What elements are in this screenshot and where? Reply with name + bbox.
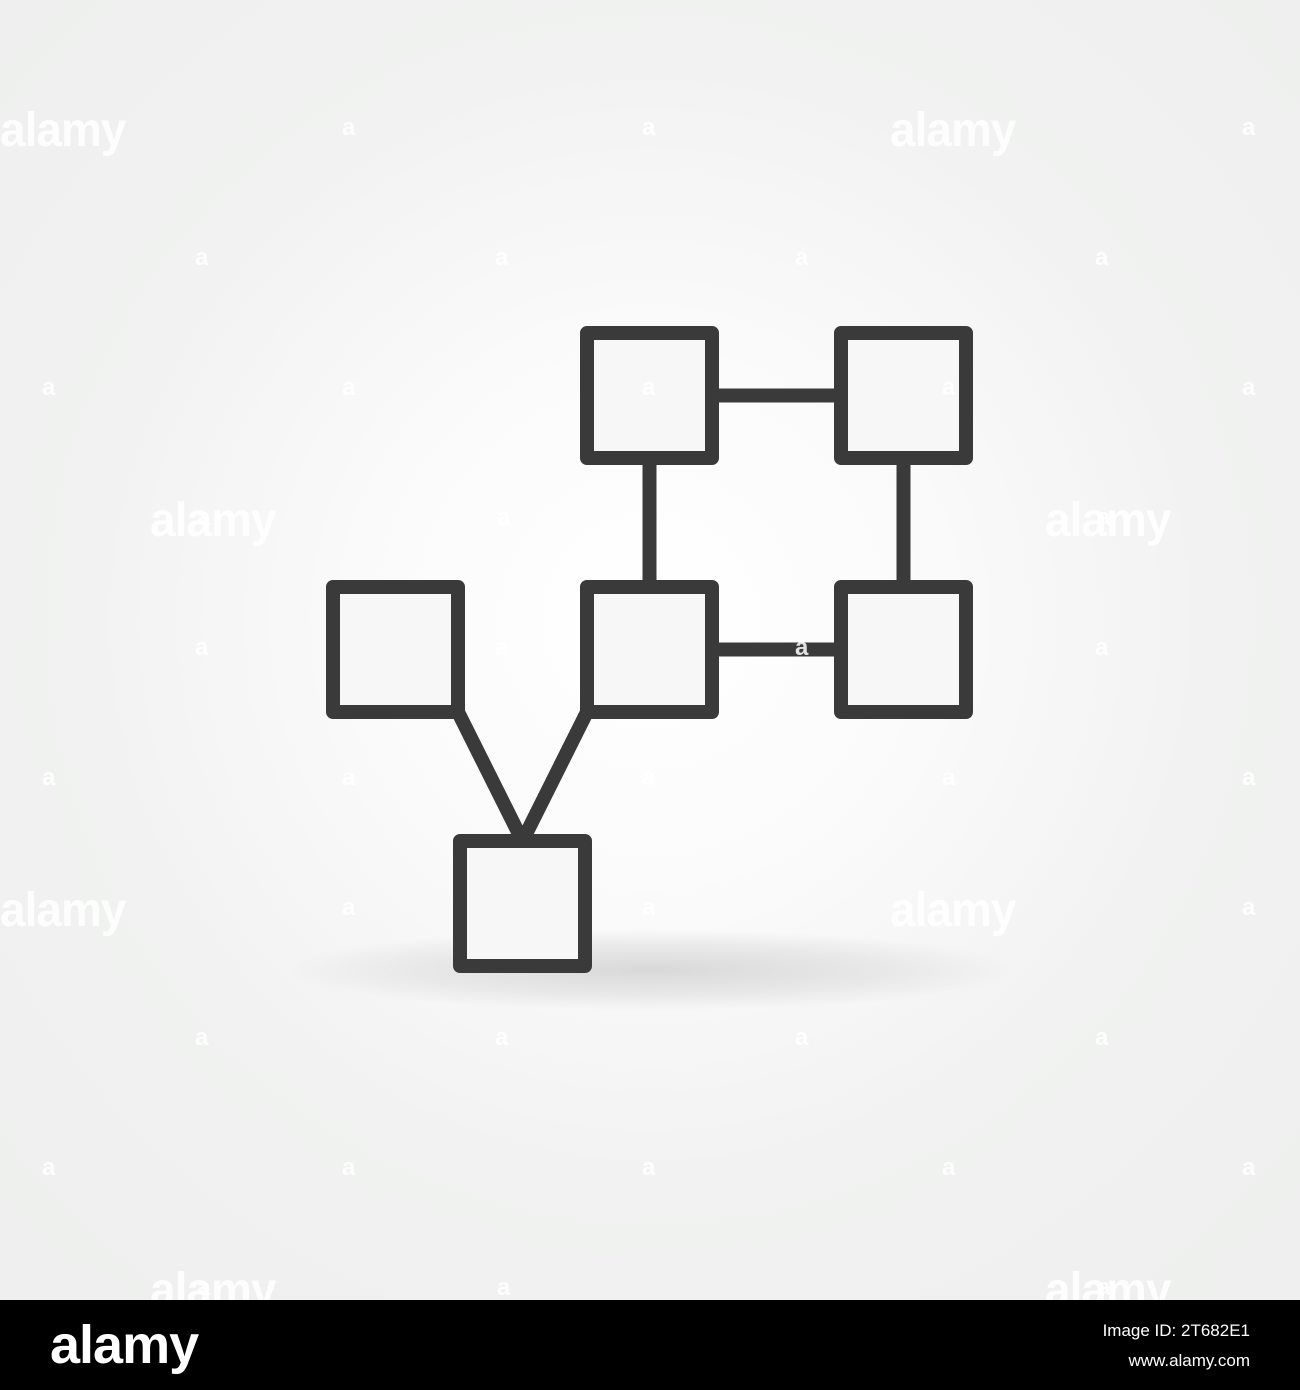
node-middle-left	[326, 580, 465, 719]
footer-image-id: Image ID: 2T682E1 www.alamy.com	[1103, 1316, 1250, 1376]
footer-logo: alamy	[50, 1315, 199, 1375]
diagram-group	[326, 326, 973, 973]
image-id-label: Image ID: 2T682E1	[1102, 1321, 1250, 1340]
node-middle-right	[834, 580, 973, 719]
node-top-right	[834, 326, 973, 465]
node-top-left	[580, 326, 719, 465]
connector-middle-left-to-bottom	[451, 705, 530, 848]
footer-bar: alamy Image ID: 2T682E1 www.alamy.com	[0, 1300, 1300, 1390]
node-middle-center	[580, 580, 719, 719]
network-blocks-icon	[326, 326, 973, 973]
icon-shadow	[290, 930, 1010, 1010]
node-bottom	[453, 834, 592, 973]
connector-middle-center-to-bottom	[515, 705, 594, 848]
site-url: www.alamy.com	[1128, 1351, 1250, 1370]
